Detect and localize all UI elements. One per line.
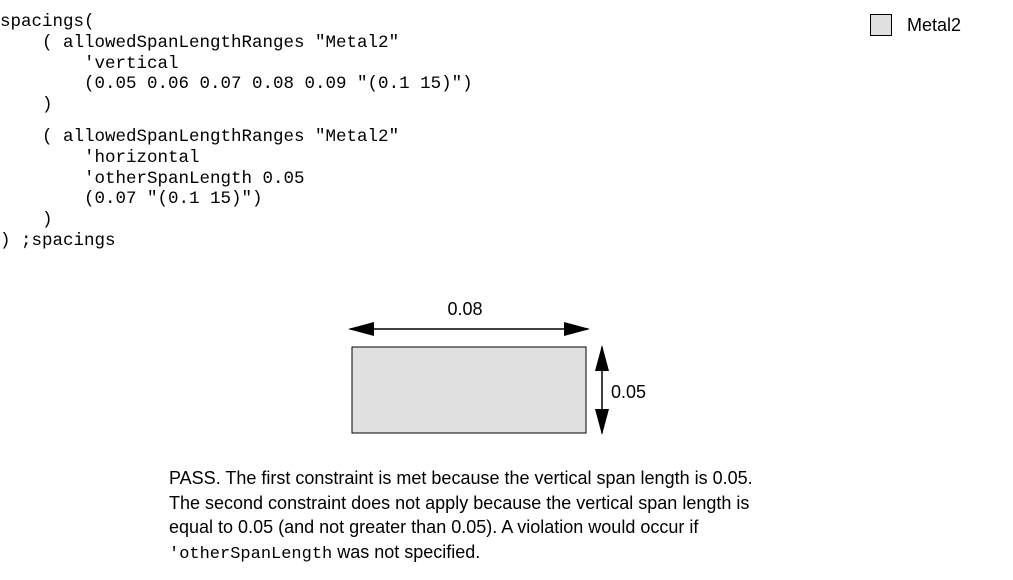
explanation-note: PASS. The first constraint is met becaus… bbox=[169, 466, 889, 567]
code-line: 'vertical bbox=[0, 53, 179, 74]
note-line-4-text: was not specified. bbox=[332, 541, 481, 562]
note-line: equal to 0.05 (and not greater than 0.05… bbox=[169, 517, 699, 537]
note-line-4: 'otherSpanLength was not specified. bbox=[169, 540, 889, 568]
code-line: ( allowedSpanLengthRanges "Metal2" bbox=[0, 32, 400, 53]
legend: Metal2 bbox=[870, 14, 961, 36]
note-line: The second constraint does not apply bec… bbox=[169, 492, 750, 513]
code-line: ) ;spacings bbox=[0, 230, 116, 251]
note-code-term: 'otherSpanLength bbox=[169, 544, 333, 564]
code-line: ) bbox=[0, 210, 53, 231]
code-line: (0.05 0.06 0.07 0.08 0.09 "(0.1 15)") bbox=[0, 74, 473, 95]
code-line: 'horizontal bbox=[0, 147, 200, 168]
note-line: PASS. The first constraint is met becaus… bbox=[169, 468, 753, 488]
code-line: spacings( bbox=[0, 12, 95, 32]
width-dimension-label: 0.08 bbox=[447, 299, 482, 319]
code-line: ( allowedSpanLengthRanges "Metal2" bbox=[0, 126, 400, 147]
legend-swatch-metal2 bbox=[870, 14, 892, 36]
legend-label-metal2: Metal2 bbox=[907, 14, 962, 35]
height-dimension-label: 0.05 bbox=[611, 382, 646, 402]
code-line: ) bbox=[0, 95, 53, 116]
metal2-shape bbox=[351, 346, 587, 434]
code-block: spacings( ( allowedSpanLengthRanges "Met… bbox=[0, 12, 473, 252]
code-line: (0.07 "(0.1 15)") bbox=[0, 189, 263, 210]
code-line: 'otherSpanLength 0.05 bbox=[0, 168, 305, 189]
